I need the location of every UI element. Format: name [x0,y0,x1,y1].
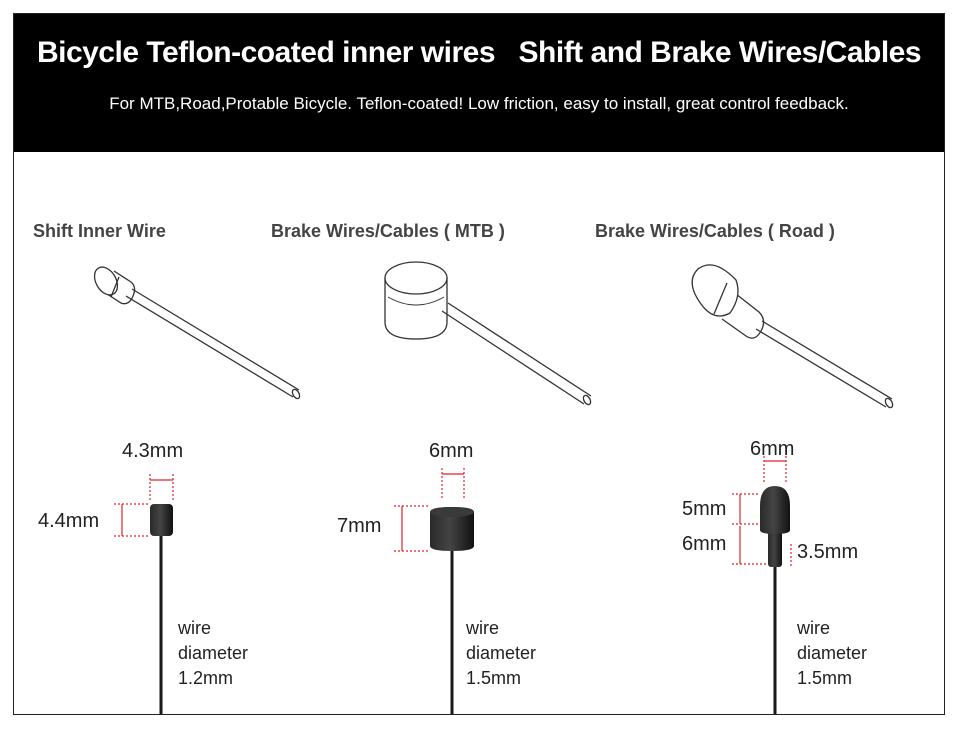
road-barrel-height-label: 6mm [682,533,727,555]
label-brake-road: Brake Wires/Cables ( Road ) [595,221,835,241]
page-title: Bicycle Teflon-coated inner wires Shift … [36,36,922,69]
brake-mtb-drawing [384,261,592,406]
road-barrel-width-label: 3.5mm [797,541,859,563]
shift-wire-diameter-note: wire diameter 1.2mm [178,618,249,688]
page-subtitle: For MTB,Road,Protable Bicycle. Teflon-co… [109,94,849,113]
shift-height-label: 4.4mm [38,510,100,532]
road-head-height-label: 5mm [682,498,727,520]
header-banner: Bicycle Teflon-coated inner wires Shift … [14,14,944,152]
brake-road-photo [760,486,790,714]
shift-wire-photo [150,504,173,714]
mtb-height-label: 7mm [337,515,382,537]
mtb-width-label: 6mm [429,440,474,462]
label-shift-inner-wire: Shift Inner Wire [33,221,166,241]
shift-width-label: 4.3mm [122,440,184,462]
label-brake-mtb: Brake Wires/Cables ( MTB ) [271,221,505,241]
road-width-label: 6mm [750,438,795,460]
product-image-frame: Bicycle Teflon-coated inner wires Shift … [13,13,945,715]
mtb-wire-diameter-note: wire diameter 1.5mm [466,618,537,688]
road-wire-diameter-note: wire diameter 1.5mm [797,618,868,688]
dimension-lines [114,456,792,568]
brake-road-drawing [691,264,894,409]
shift-wire-drawing [93,266,301,400]
brake-mtb-photo [430,507,474,714]
cable-illustrations [93,261,894,714]
